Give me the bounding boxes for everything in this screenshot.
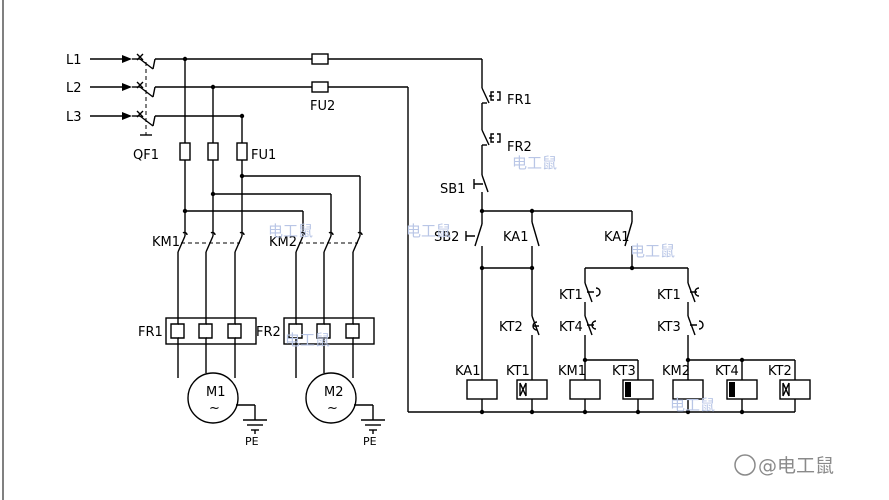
motor-m1-icon bbox=[187, 372, 239, 424]
fr2-contact-label: FR2 bbox=[507, 140, 532, 155]
coil-ka1 bbox=[466, 379, 498, 400]
l1-label: L1 bbox=[66, 53, 82, 68]
watermark-4: 电工鼠 bbox=[630, 242, 675, 260]
ka1-contact-b-label: KA1 bbox=[604, 230, 629, 245]
coil-kt1-label: KT1 bbox=[506, 364, 530, 379]
watermark-1: 电工鼠 bbox=[512, 154, 557, 172]
km2-main-contacts: KM2 bbox=[269, 231, 363, 320]
motor-m1: M1 ~ PE bbox=[187, 372, 267, 448]
coil-km1 bbox=[569, 379, 601, 400]
supply-input: L1 L2 L3 bbox=[66, 53, 132, 125]
corner-watermark: @电工鼠 bbox=[734, 454, 834, 477]
motor-m2: M2 ~ PE bbox=[305, 372, 385, 448]
coil-ka1-label: KA1 bbox=[455, 364, 480, 379]
m1-label: M1 bbox=[206, 385, 226, 400]
coil-kt2-label: KT2 bbox=[768, 364, 792, 379]
kt1-contact-b-label: KT1 bbox=[657, 288, 681, 303]
sb1-label: SB1 bbox=[440, 182, 465, 197]
l3-label: L3 bbox=[66, 110, 82, 125]
arrow-l3-icon bbox=[122, 112, 132, 120]
coil-km1-label: KM1 bbox=[558, 364, 586, 379]
supply-buses: FU2 bbox=[155, 53, 482, 119]
km1-main-contacts: KM1 bbox=[152, 231, 245, 320]
fu1-label: FU1 bbox=[251, 148, 276, 163]
fr1-thermal-relay: FR1 bbox=[138, 317, 257, 378]
coil-kt1 bbox=[516, 379, 548, 400]
km1-main-label: KM1 bbox=[152, 235, 180, 250]
watermarks: 电工鼠 电工鼠 电工鼠 电工鼠 电工鼠 电工鼠 @电工鼠 bbox=[268, 154, 834, 477]
kt4-contact-label: KT4 bbox=[559, 320, 583, 335]
pe2-label: PE bbox=[363, 435, 377, 448]
motor-m2-icon bbox=[305, 372, 357, 424]
coil-km2-label: KM2 bbox=[662, 364, 690, 379]
km2-feed-wires bbox=[182, 173, 361, 236]
fu2-fuse-bottom bbox=[311, 81, 329, 93]
arrow-l1-icon bbox=[122, 55, 132, 63]
watermark-3: 电工鼠 bbox=[406, 222, 451, 240]
kt3-contact-label: KT3 bbox=[657, 320, 681, 335]
km2-main-label: KM2 bbox=[269, 235, 297, 250]
arrow-l2-icon bbox=[122, 83, 132, 91]
qf1-label: QF1 bbox=[133, 148, 159, 163]
coil-kt3-label: KT3 bbox=[612, 364, 636, 379]
kt1-contact-a-label: KT1 bbox=[559, 288, 583, 303]
watermark-2: 电工鼠 bbox=[268, 222, 313, 240]
coil-kt4-label: KT4 bbox=[715, 364, 739, 379]
fr2-thermal-relay: FR2 bbox=[256, 317, 375, 378]
m1-tilde: ~ bbox=[209, 401, 220, 416]
control-circuit: FR1 FR2 SB1 SB2 KA1 KA1 bbox=[407, 59, 811, 415]
kt2-contact-label: KT2 bbox=[499, 320, 523, 335]
pe1-label: PE bbox=[245, 435, 259, 448]
fr1-heater-label: FR1 bbox=[138, 325, 163, 340]
fu2-fuse-top bbox=[311, 53, 329, 65]
coil-kt2 bbox=[779, 379, 811, 400]
m2-tilde: ~ bbox=[327, 401, 338, 416]
m2-label: M2 bbox=[324, 385, 344, 400]
paw-logo-icon bbox=[734, 454, 756, 476]
corner-watermark-text: @电工鼠 bbox=[758, 455, 834, 477]
ka1-contact-a-label: KA1 bbox=[503, 230, 528, 245]
fr2-heater-label: FR2 bbox=[256, 325, 281, 340]
fr1-contact-label: FR1 bbox=[507, 93, 532, 108]
fu2-label: FU2 bbox=[310, 99, 335, 114]
fu1-fuses: FU1 bbox=[179, 59, 276, 236]
sb2-label: SB2 bbox=[434, 230, 459, 245]
l2-label: L2 bbox=[66, 81, 82, 96]
qf1-breaker: QF1 bbox=[132, 53, 159, 163]
watermark-5: 电工鼠 bbox=[285, 331, 330, 349]
watermark-6: 电工鼠 bbox=[670, 396, 715, 414]
